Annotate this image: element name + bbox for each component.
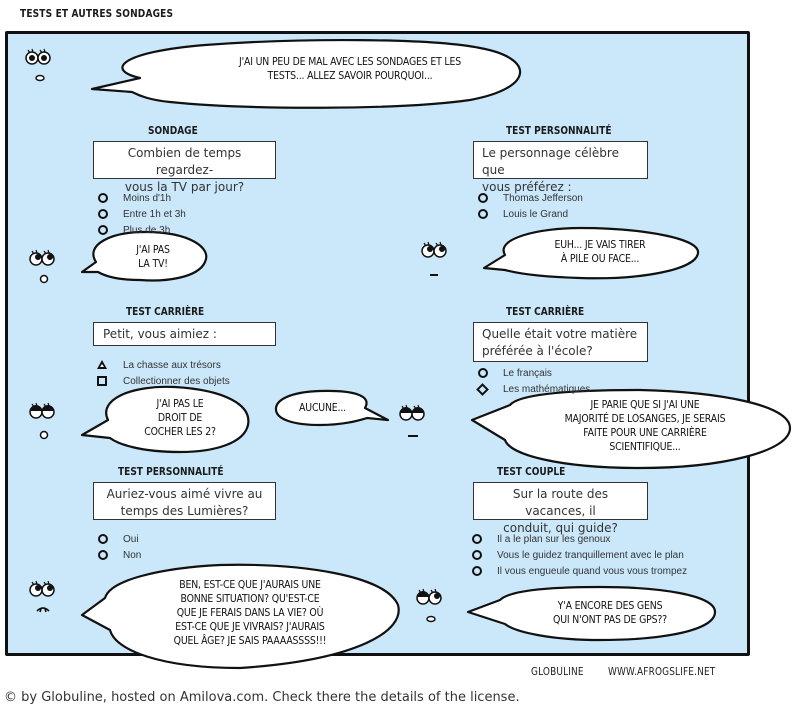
bubble-couple-text: Y'A ENCORE DES GENS QUI N'ONT PAS DE GPS… [553,599,667,626]
radio-circle-icon[interactable] [477,367,489,379]
option-label: Louis le Grand [503,208,569,220]
option-item[interactable]: Plus de 3h [97,222,186,238]
character-face-carriere-right [399,404,425,437]
option-item[interactable]: Louis le Grand [477,206,583,222]
section-title-carriere-left: TEST CARRIÈRE [126,305,205,318]
bubble-intro [90,38,522,109]
radio-circle-icon[interactable] [97,192,109,204]
option-item[interactable]: Non [97,547,141,563]
radio-circle-icon[interactable] [97,208,109,220]
option-label: Il a le plan sur les genoux [497,533,611,545]
character-face-intro [25,48,51,82]
option-label: Oui [123,533,139,545]
option-label: Vous le guidez tranquillement avec le pl… [497,549,684,561]
author-signature: GLOBULINE WWW.AFROGSLIFE.NET [531,666,716,678]
options-lumieres: Oui Non [97,531,141,563]
radio-circle-icon[interactable] [477,208,489,220]
question-box-personnalite: Le personnage célèbre que vous préférez … [473,141,648,194]
option-label: Les mathématiques [503,383,591,395]
square-icon[interactable] [97,375,109,387]
section-title-lumieres: TEST PERSONNALITÉ [118,465,224,478]
option-item[interactable]: La chasse aux trésors [97,357,230,373]
bubble-carriere-left-text: J'AI PAS LE DROIT DE COCHER LES 2? [144,397,216,438]
section-title-carriere-right: TEST CARRIÈRE [506,305,585,318]
section-title-sondage: SONDAGE [148,124,198,137]
bubble-intro-text: J'AI UN PEU DE MAL AVEC LES SONDAGES ET … [239,55,461,82]
bubble-sondage [80,230,208,282]
diamond-icon[interactable] [477,383,489,395]
character-face-sondage [29,249,55,284]
option-label: La chasse aux trésors [123,359,221,371]
option-label: Thomas Jefferson [503,192,583,204]
option-label: Il vous engueule quand vous vous trompez [497,565,688,577]
options-sondage: Moins d'1h Entre 1h et 3h Plus de 3h [97,190,186,238]
character-face-couple [416,588,442,623]
character-face-personnalite [421,241,447,276]
character-face-carriere-left [29,402,55,440]
radio-circle-icon[interactable] [471,565,483,577]
option-item[interactable]: Oui [97,531,141,547]
question-box-carriere-right: Quelle était votre matière préférée à l'… [473,322,648,362]
option-item[interactable]: Il vous engueule quand vous vous trompez [471,563,687,579]
bubble-personnalite [482,226,700,280]
option-label: Non [123,549,142,561]
bubble-carriere-right-text: JE PARIE QUE SI J'AI UNE MAJORITÉ DE LOS… [564,398,726,453]
section-title-personnalite: TEST PERSONNALITÉ [506,124,612,137]
option-item[interactable]: Moins d'1h [97,190,186,206]
question-box-couple: Sur la route des vacances, il conduit, q… [473,482,648,535]
radio-circle-icon[interactable] [471,549,483,561]
bubble-sondage-text: J'AI PAS LA TV! [136,243,170,270]
options-personnalite: Thomas Jefferson Louis le Grand [477,190,583,222]
question-box-sondage: Combien de temps regardez- vous la TV pa… [93,141,276,194]
option-item[interactable]: Entre 1h et 3h [97,206,186,222]
options-carriere-left: La chasse aux trésors Collectionner des … [97,357,230,389]
bubble-couple [466,585,717,642]
bubble-lumieres [80,563,400,670]
option-item[interactable]: Les mathématiques [477,381,590,397]
bubble-aucune-text: AUCUNE... [299,401,346,414]
comic-title: TESTS ET AUTRES SONDAGES [20,7,174,20]
option-item[interactable]: Il a le plan sur les genoux [471,531,687,547]
option-item[interactable]: Vous le guidez tranquillement avec le pl… [471,547,687,563]
radio-circle-icon[interactable] [477,192,489,204]
radio-circle-icon[interactable] [471,533,483,545]
character-face-lumieres [29,580,55,613]
bubble-carriere-left [80,385,250,454]
triangle-icon[interactable] [97,359,109,371]
section-title-couple: TEST COUPLE [497,465,566,478]
bubble-lumieres-text: BEN, EST-CE QUE J'AURAIS UNE BONNE SITUA… [173,578,327,647]
radio-circle-icon[interactable] [97,533,109,545]
question-box-carriere-left: Petit, vous aimiez : [93,322,276,346]
option-item[interactable]: Thomas Jefferson [477,190,583,206]
option-item[interactable]: Le français [477,365,590,381]
question-box-lumieres: Auriez-vous aimé vivre au temps des Lumi… [93,482,276,520]
options-couple: Il a le plan sur les genoux Vous le guid… [471,531,687,579]
option-label: Collectionner des objets [123,375,230,387]
radio-circle-icon[interactable] [97,549,109,561]
option-item[interactable]: Collectionner des objets [97,373,230,389]
option-label: Plus de 3h [123,224,171,236]
radio-circle-icon[interactable] [97,224,109,236]
bubble-personnalite-text: EUH... JE VAIS TIRER À PILE OU FACE... [554,238,646,265]
option-label: Moins d'1h [123,192,172,204]
option-label: Entre 1h et 3h [123,208,186,220]
options-carriere-right: Le français Les mathématiques [477,365,590,397]
bubble-aucune [274,389,390,427]
license-notice: © by Globuline, hosted on Amilova.com. C… [4,690,520,705]
bubble-carriere-right [470,388,792,470]
option-label: Le français [503,367,552,379]
